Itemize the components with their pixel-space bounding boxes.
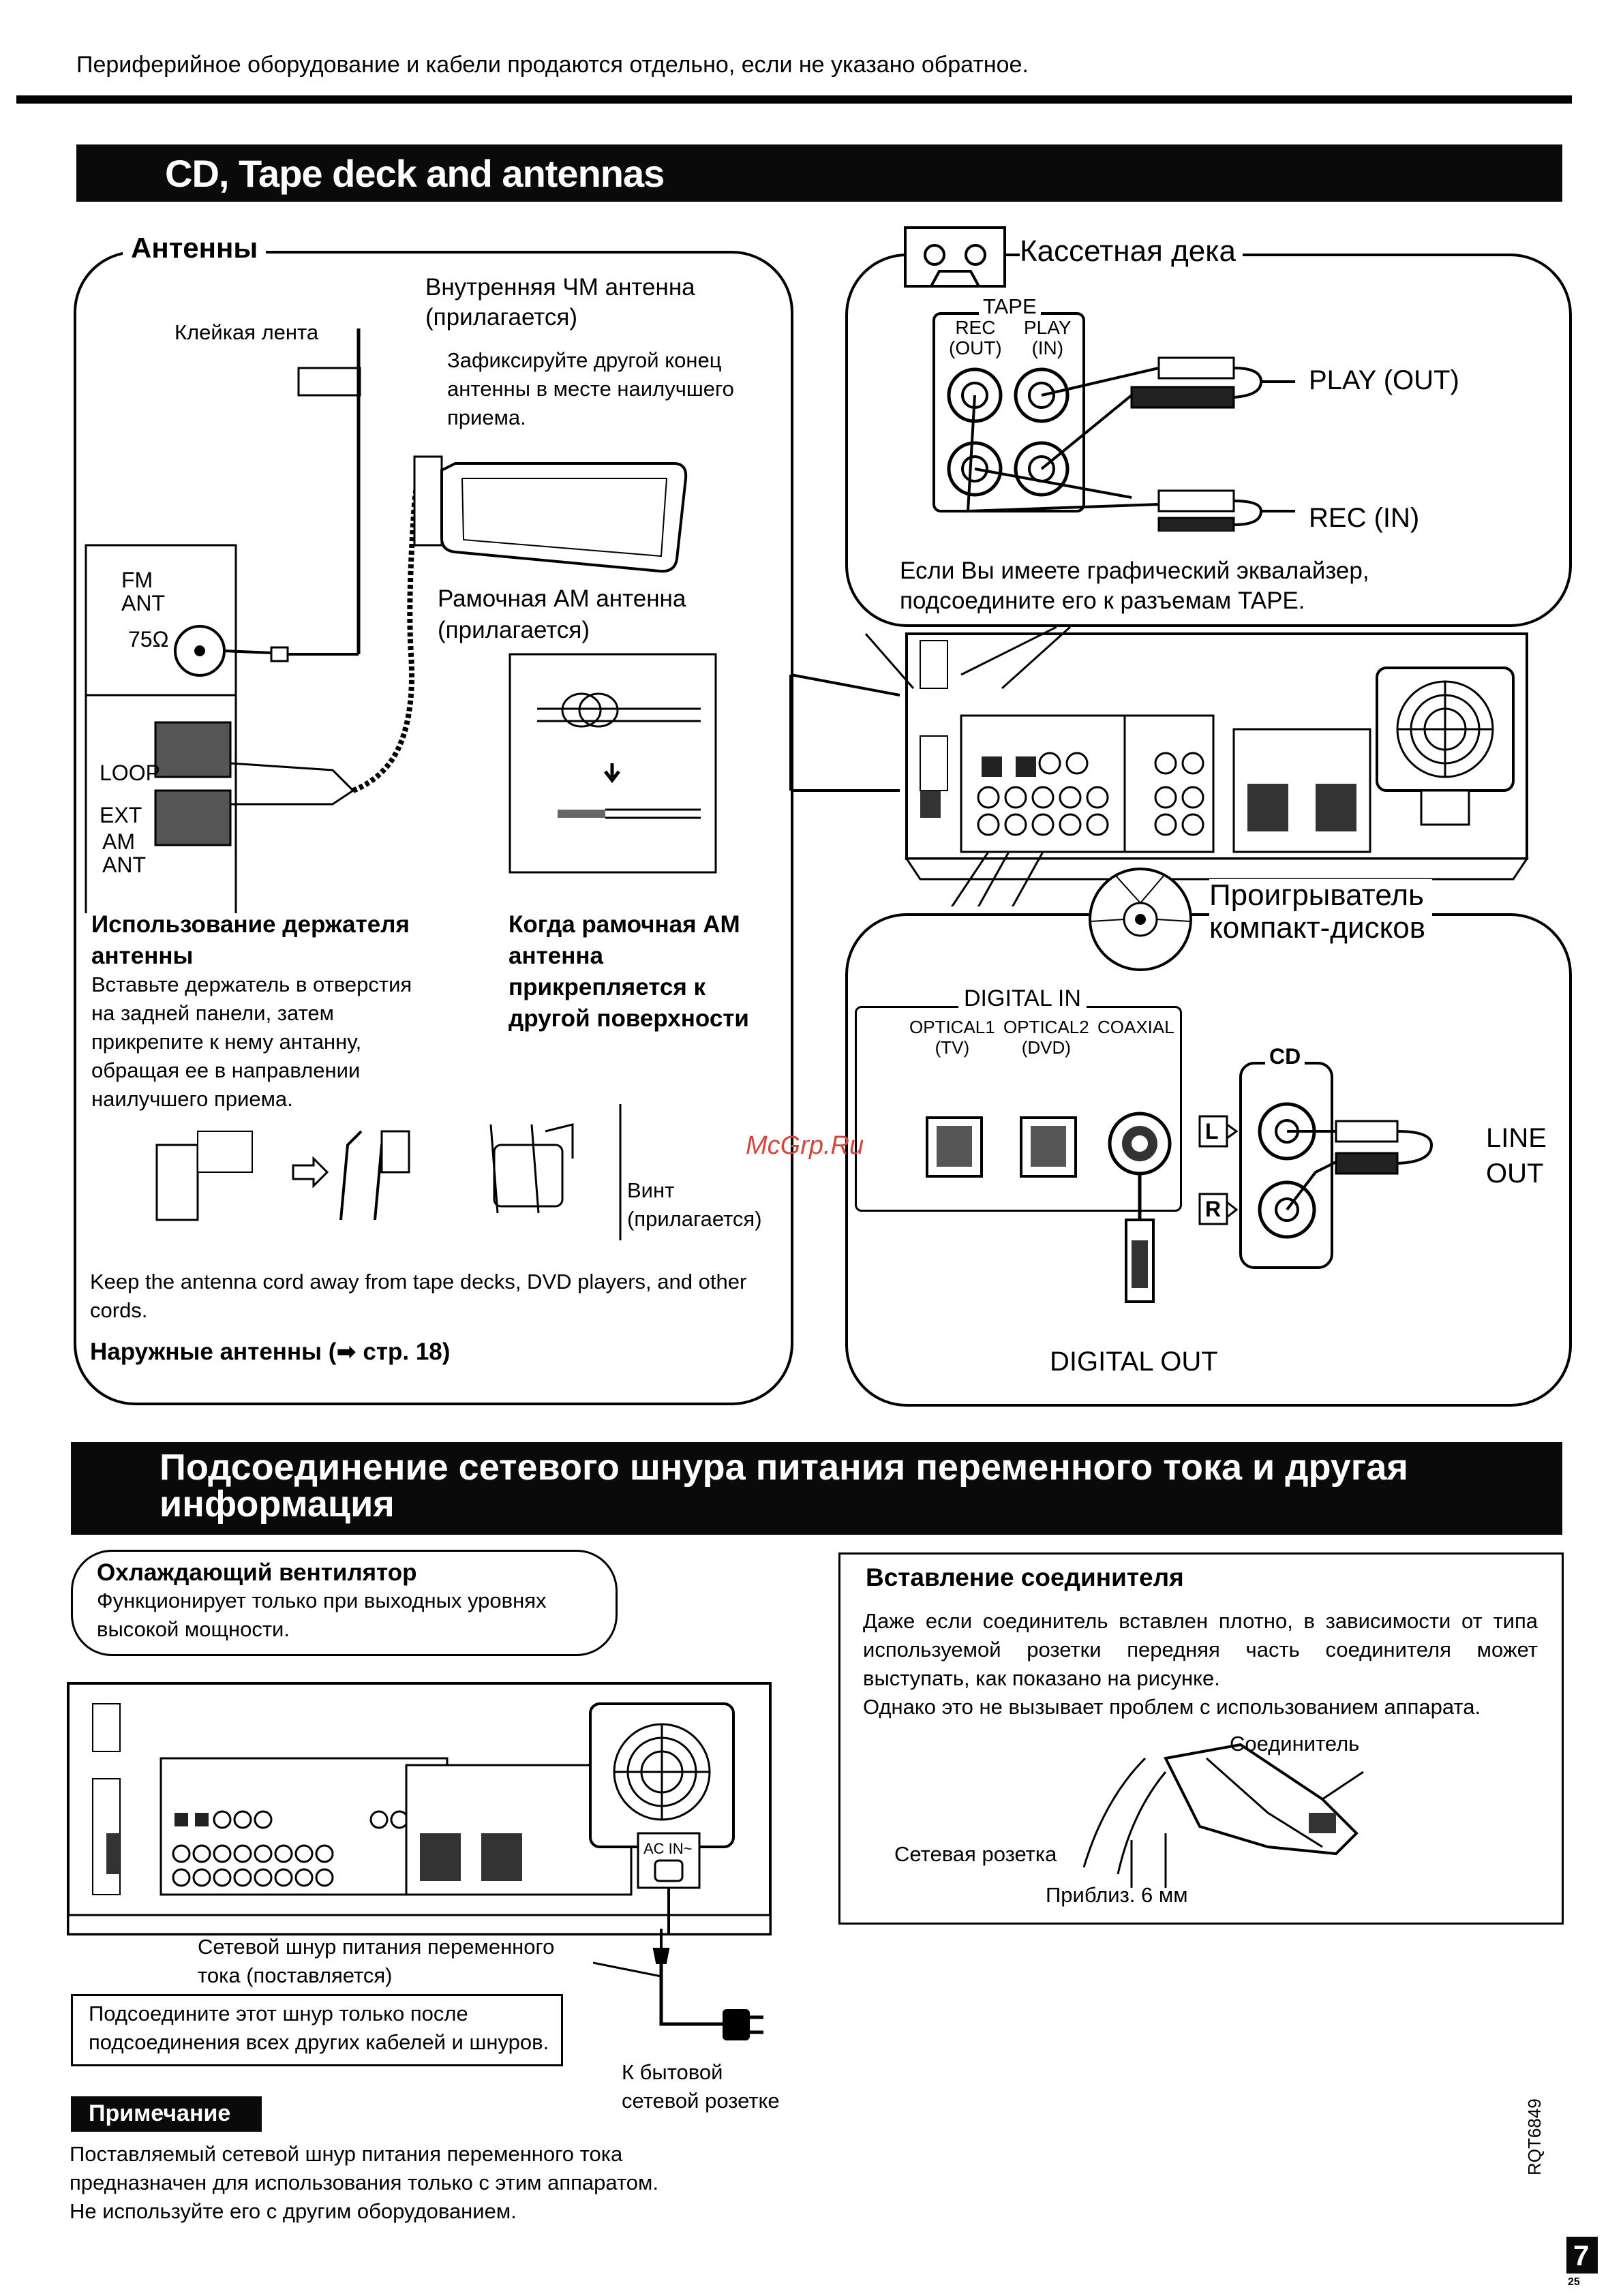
holder-diagram	[155, 1104, 622, 1240]
outdoor-antennas: Наружные антенны (➡ стр. 18)	[90, 1338, 450, 1366]
antennas-box	[74, 251, 793, 1405]
receiver-rear-panel-bottom	[67, 1682, 772, 1935]
connector-title: Вставление соединителя	[866, 1563, 1184, 1591]
fm-indoor-title: Внутренняя ЧМ антенна (прилагается)	[425, 274, 695, 331]
ext-label: EXT	[100, 803, 142, 827]
optical1-label: OPTICAL1 (TV)	[909, 1017, 995, 1058]
cd-heading: Проигрыватель компакт-дисков	[1209, 879, 1433, 945]
connect-note-box	[71, 1994, 563, 2066]
tape-heading: Кассетная дека	[1020, 234, 1243, 269]
antennas-heading: Антенны	[123, 232, 267, 264]
page-small: 25	[1568, 2276, 1580, 2288]
screw-label: Винт (прилагается)	[627, 1178, 762, 1231]
coaxial-label: COAXIAL	[1097, 1017, 1174, 1037]
line-out-label: LINE OUT	[1486, 1123, 1547, 1189]
antenna-diagram	[85, 328, 717, 913]
cd-label: CD	[1265, 1044, 1305, 1069]
connect-note: Подсоедините этот шнур только после подс…	[89, 2002, 549, 2054]
approx-label: Приблиз. 6 мм	[1046, 1883, 1188, 1907]
digital-out-label: DIGITAL OUT	[1050, 1347, 1218, 1377]
am-loop-title: Рамочная АМ антенна (прилагается)	[438, 585, 686, 643]
fm-indoor-note: Зафиксируйте другой конец антенны в мест…	[447, 348, 734, 429]
outlet-label: Сетевая розетка	[894, 1842, 1057, 1866]
ac-in-label: AC IN~	[643, 1840, 693, 1858]
play-in-label: PLAY (IN)	[1024, 317, 1072, 358]
header-note: Периферийное оборудование и кабели прода…	[76, 52, 1029, 78]
am-ant-label: AM ANT	[102, 829, 146, 877]
optical2-label: OPTICAL2 (DVD)	[1003, 1017, 1089, 1058]
tape-jack-label: TAPE	[979, 294, 1041, 319]
receiver-rear-panel	[789, 626, 1529, 906]
cord-leader	[593, 1961, 662, 1978]
cassette-icon	[904, 226, 1006, 288]
cd-box	[845, 913, 1572, 1407]
digital-in-label: DIGITAL IN	[958, 985, 1087, 1012]
tape-label: Клейкая лента	[175, 320, 319, 344]
section1-banner: CD, Tape deck and antennas	[76, 144, 1562, 202]
r-label: R	[1205, 1197, 1222, 1221]
rec-out-label: REC (OUT)	[949, 317, 1002, 358]
cd-connections-diagram	[926, 1062, 1434, 1303]
note-title: Примечание	[89, 2100, 231, 2126]
loop-label: LOOP	[100, 761, 160, 785]
power-cord-diagram	[652, 1929, 763, 2040]
arrow-right-icon: ➡	[336, 1338, 357, 1365]
connector-box	[838, 1552, 1564, 1925]
to-outlet-label: К бытовой сетевой розетке	[622, 2060, 780, 2113]
cd-disc-icon	[1089, 868, 1192, 971]
doc-code: RQT6849	[1524, 2098, 1545, 2175]
ohm-label: 75Ω	[128, 627, 169, 652]
outdoor-ref: стр. 18)	[356, 1338, 451, 1365]
note-text: Поставляемый сетевой шнур питания переме…	[70, 2142, 658, 2223]
keep-away-text: Keep the antenna cord away from tape dec…	[90, 1270, 747, 1322]
watermark: McGrp.Ru	[746, 1131, 864, 1160]
section2-banner: Подсоединение сетевого шнура питания пер…	[71, 1442, 1562, 1535]
play-out-label: PLAY (OUT)	[1309, 365, 1459, 395]
fm-ant-label: FM ANT	[121, 568, 165, 615]
page-number: 7	[1573, 2239, 1590, 2271]
header-rule	[16, 95, 1572, 104]
section2-title: Подсоединение сетевого шнура питания пер…	[160, 1447, 1408, 1525]
l-label: L	[1205, 1119, 1219, 1144]
fan-text: Функционирует только при выходных уровня…	[97, 1589, 547, 1641]
fan-callout	[71, 1550, 618, 1656]
connector-text: Даже если соединитель вставлен плотно, в…	[863, 1609, 1538, 1719]
eq-note: Если Вы имеете графический эквалайзер, п…	[900, 557, 1369, 614]
connector-diagram	[1082, 1743, 1364, 1888]
rec-in-label: REC (IN)	[1309, 503, 1420, 533]
note-badge: Примечание	[71, 2096, 262, 2132]
connector-label: Соединитель	[1230, 1732, 1360, 1756]
surface-title: Когда рамочная АМ антенна прикрепляется …	[509, 911, 749, 1032]
holder-text: Вставьте держатель в отверстия на задней…	[91, 973, 412, 1111]
page-number-badge: 7	[1566, 2237, 1598, 2274]
tape-jacks-diagram	[932, 312, 1295, 532]
holder-title: Использование держателя антенны	[91, 911, 410, 969]
fan-title: Охлаждающий вентилятор	[97, 1559, 417, 1586]
power-cord-label: Сетевой шнур питания переменного тока (п…	[198, 1935, 555, 1987]
outdoor-text: Наружные антенны (	[90, 1338, 337, 1365]
section1-title: CD, Tape deck and antennas	[165, 152, 665, 195]
